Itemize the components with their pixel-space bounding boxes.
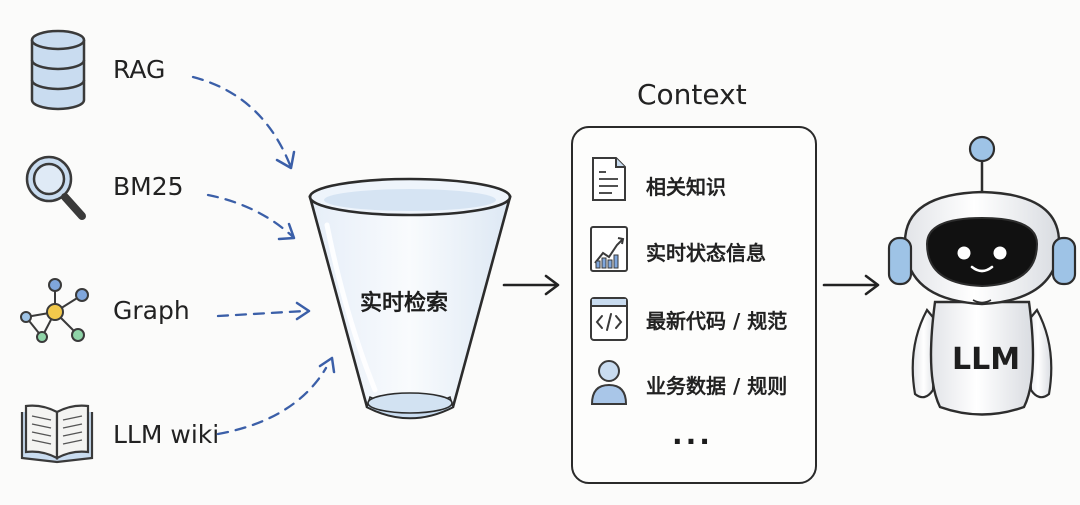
arrow-bm25-to-funnel [206,193,294,238]
source-label-llm-wiki: LLM wiki [113,420,220,449]
arrow-context-to-llm [822,274,880,296]
code-icon [590,297,628,341]
database-icon [30,29,86,111]
open-book-icon [20,404,94,464]
llm-label: LLM [952,342,1021,377]
robot-icon [887,135,1077,416]
source-label-bm25: BM25 [113,172,184,201]
arrow-wiki-to-funnel [216,366,328,436]
source-label-rag: RAG [113,55,166,84]
arrow-funnel-to-context [502,274,560,296]
context-item-realtime-status: 实时状态信息 [646,241,766,265]
context-item-knowledge: 相关知识 [646,175,726,199]
context-item-business-data: 业务数据 / 规则 [646,374,788,398]
arrow-graph-to-funnel [216,309,307,318]
funnel-glass [308,177,512,420]
context-item-latest-code: 最新代码 / 规范 [646,309,788,333]
document-icon [592,157,626,201]
magnifier-icon [25,155,86,220]
context-title: Context [637,78,747,111]
user-icon [590,360,628,405]
chart-icon [590,226,628,272]
context-more-ellipsis: ... [672,418,713,451]
arrow-rag-to-funnel [191,75,292,167]
funnel-label: 实时检索 [360,291,449,316]
graph-nodes-icon [20,278,89,343]
source-label-graph: Graph [113,296,190,325]
